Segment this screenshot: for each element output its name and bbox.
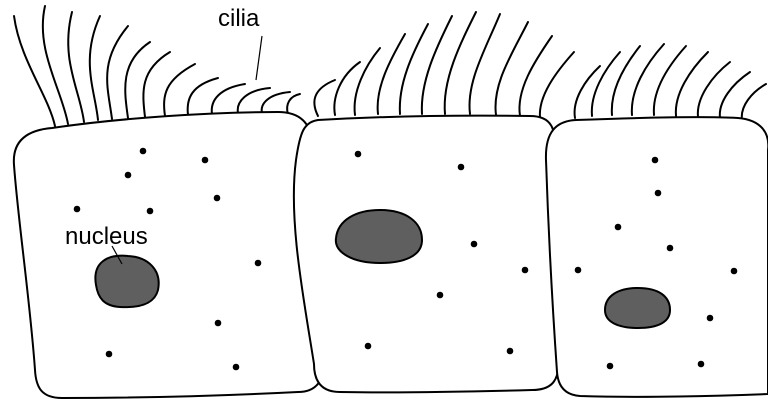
granule bbox=[607, 363, 614, 370]
cilium bbox=[445, 12, 476, 114]
cilium bbox=[314, 80, 335, 116]
granule bbox=[140, 148, 147, 155]
nucleus-label: nucleus bbox=[65, 223, 148, 250]
nucleus-left bbox=[95, 256, 158, 307]
granule bbox=[106, 351, 113, 358]
cilium bbox=[540, 52, 574, 118]
granule bbox=[655, 190, 662, 197]
cilia-label: cilia bbox=[218, 5, 260, 32]
cilium bbox=[90, 16, 100, 120]
granule bbox=[214, 195, 221, 202]
granule bbox=[74, 206, 81, 213]
granule bbox=[667, 245, 674, 252]
granule bbox=[355, 151, 362, 158]
cilium bbox=[334, 62, 360, 115]
cilia-leader-line bbox=[256, 36, 262, 80]
granule bbox=[215, 320, 222, 327]
cilium bbox=[107, 26, 128, 119]
granule bbox=[255, 260, 262, 267]
cilium bbox=[68, 12, 84, 122]
cilium bbox=[212, 84, 245, 114]
cilium bbox=[654, 46, 686, 115]
cilium bbox=[355, 48, 380, 115]
cilium bbox=[592, 52, 620, 116]
cilium bbox=[495, 22, 528, 115]
cilium bbox=[422, 16, 452, 114]
granule bbox=[125, 172, 132, 179]
cilia-group bbox=[14, 6, 766, 126]
cilium bbox=[143, 52, 170, 117]
cilium bbox=[742, 84, 766, 120]
cilium bbox=[698, 62, 730, 117]
cilium bbox=[676, 52, 708, 116]
cilium bbox=[188, 78, 218, 115]
granule bbox=[437, 292, 444, 299]
granule bbox=[471, 241, 478, 248]
granule bbox=[522, 267, 529, 274]
cilium bbox=[43, 6, 68, 124]
granule bbox=[731, 268, 738, 275]
granule bbox=[615, 224, 622, 231]
cell-left bbox=[14, 112, 323, 398]
granule bbox=[458, 164, 465, 171]
granule bbox=[652, 157, 659, 164]
granule bbox=[707, 315, 714, 322]
cilium bbox=[519, 36, 552, 116]
granule bbox=[365, 343, 372, 350]
granule bbox=[147, 208, 154, 215]
granule bbox=[698, 361, 705, 368]
cilium bbox=[262, 92, 290, 113]
cilium bbox=[164, 64, 195, 116]
nucleus-right bbox=[605, 288, 670, 328]
cilium bbox=[720, 72, 750, 118]
granule bbox=[233, 364, 240, 371]
nucleus-middle bbox=[336, 210, 422, 263]
cilium bbox=[632, 44, 664, 115]
granule bbox=[575, 267, 582, 274]
cilium bbox=[14, 16, 55, 126]
granule bbox=[507, 348, 514, 355]
cell-middle bbox=[294, 116, 558, 393]
cilium bbox=[287, 94, 300, 114]
granule bbox=[202, 157, 209, 164]
